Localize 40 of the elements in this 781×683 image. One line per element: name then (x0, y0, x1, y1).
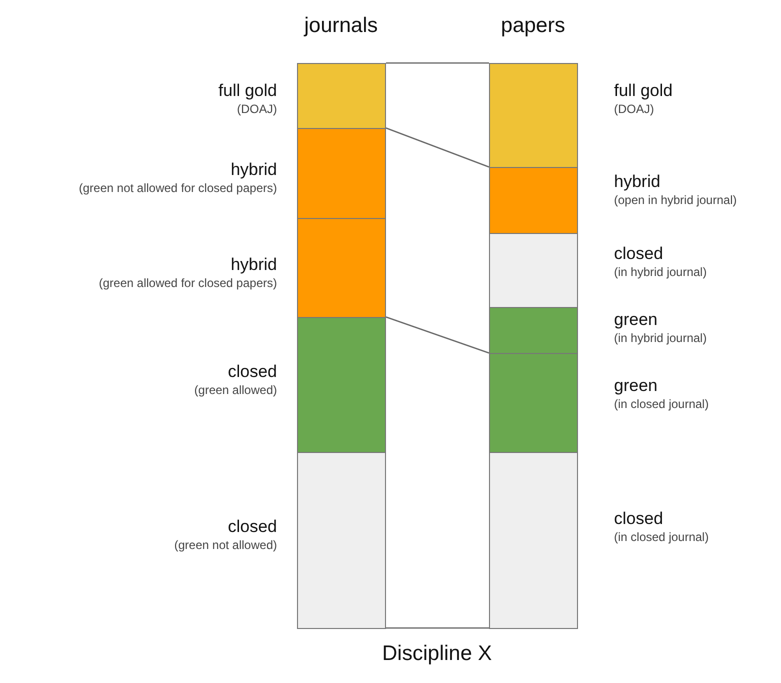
segment-note: (green not allowed) (174, 538, 277, 552)
bar-segment (489, 63, 578, 168)
caption: Discipline X (382, 642, 492, 666)
column-heading: papers (500, 14, 566, 38)
segment-note: (in closed journal) (614, 530, 709, 544)
connector-line (386, 127, 490, 168)
bar-segment (297, 452, 386, 629)
segment-note: (green allowed) (194, 383, 277, 397)
segment-note: (DOAJ) (237, 102, 277, 116)
segment-note: (DOAJ) (614, 102, 654, 116)
segment-label: closed (614, 509, 664, 529)
segment-note: (open in hybrid journal) (614, 193, 737, 207)
bar-segment (489, 233, 578, 308)
segment-note: (green not allowed for closed papers) (78, 181, 277, 195)
column-heading: journals (304, 14, 378, 38)
bar-segment (297, 63, 386, 129)
bar-segment (489, 452, 578, 629)
segment-label: full gold (218, 81, 277, 101)
bar-segment (489, 307, 578, 354)
bar-segment (297, 128, 386, 219)
segment-label: hybrid (614, 172, 660, 192)
segment-label: hybrid (230, 255, 277, 275)
segment-note: (in hybrid journal) (614, 331, 707, 345)
segment-label: full gold (614, 81, 673, 101)
connector-line (386, 316, 490, 354)
segment-label: closed (228, 362, 277, 382)
connector-line (386, 627, 489, 629)
segment-note: (green allowed for closed papers) (98, 276, 277, 290)
segment-label: closed (228, 517, 277, 537)
segment-note: (in closed journal) (614, 397, 709, 411)
bar-segment (489, 353, 578, 453)
bar-segment (297, 218, 386, 318)
segment-note: (in hybrid journal) (614, 265, 707, 279)
segment-label: green (614, 376, 658, 396)
segment-label: closed (614, 244, 664, 264)
bar-segment (489, 167, 578, 234)
bar-segment (297, 317, 386, 453)
connector-line (386, 62, 489, 64)
segment-label: green (614, 310, 658, 330)
segment-label: hybrid (230, 160, 277, 180)
